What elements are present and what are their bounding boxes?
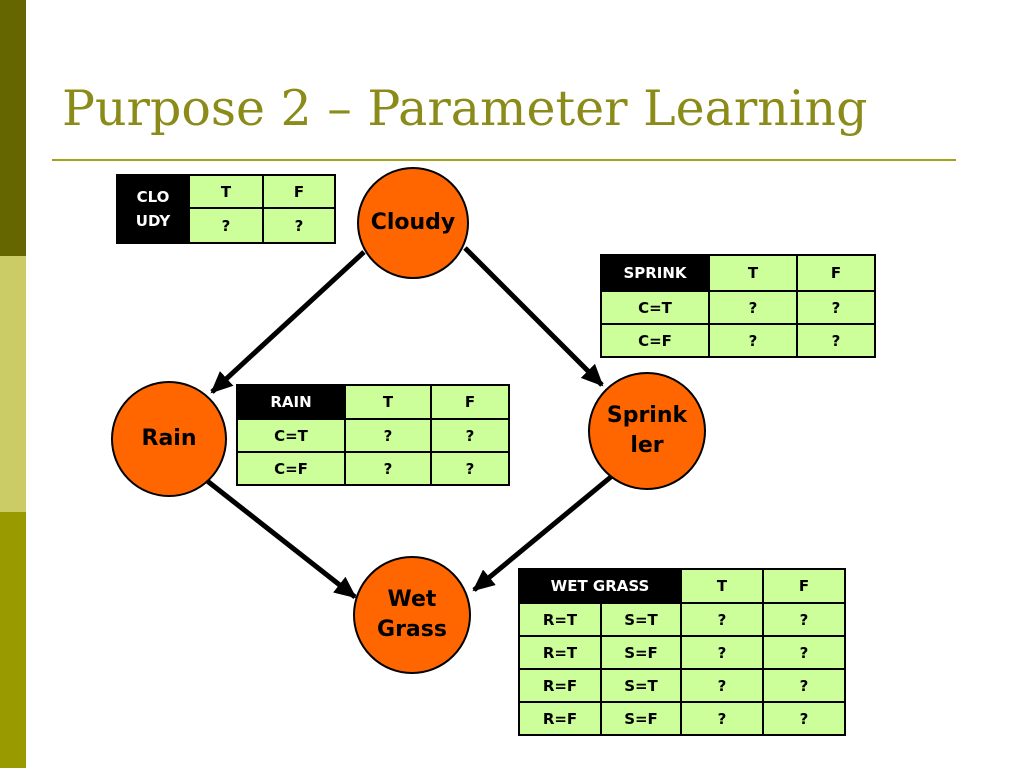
cpt-cell: ? <box>796 323 876 358</box>
cpt-cell: R=T <box>518 635 602 670</box>
cpt-cell: S=T <box>600 668 682 703</box>
cpt-cloudy-name: CLO UDY <box>116 174 190 244</box>
cpt-rain-name: RAIN <box>236 384 346 420</box>
table-row: C=F ? ? <box>236 451 510 486</box>
cpt-cell: ? <box>680 668 764 703</box>
cpt-cloudy-name-1: CLO <box>136 188 170 206</box>
cpt-wet-grass: WET GRASS T F R=T S=T ? ? R=T S=F ? ? R=… <box>518 568 846 736</box>
cpt-sprinkler-col-t: T <box>708 254 798 292</box>
node-rain-label: Rain <box>141 426 197 451</box>
table-row: C=T ? ? <box>600 290 876 325</box>
title-underline <box>52 159 956 161</box>
slide-title: Purpose 2 – Parameter Learning <box>62 80 868 137</box>
cpt-cell: ? <box>680 602 764 637</box>
cpt-sprinkler-col-f: F <box>796 254 876 292</box>
cpt-cell: ? <box>796 290 876 325</box>
node-wetgrass-label-2: Grass <box>377 617 447 642</box>
cpt-wetgrass-name: WET GRASS <box>518 568 682 604</box>
cpt-cell: ? <box>762 701 846 736</box>
edge-cloudy-sprinkler <box>463 246 604 387</box>
table-row: C=F ? ? <box>600 323 876 358</box>
node-cloudy: Cloudy <box>357 167 469 279</box>
cpt-cell: ? <box>762 635 846 670</box>
node-cloudy-label: Cloudy <box>370 210 456 235</box>
cpt-cell: ? <box>680 701 764 736</box>
node-wetgrass-label-1: Wet <box>387 587 437 612</box>
cpt-cell: R=T <box>518 602 602 637</box>
cpt-cloudy: CLO UDY T F ? ? <box>116 174 336 244</box>
table-row: R=T S=T ? ? <box>518 602 846 637</box>
cpt-cell: ? <box>430 451 510 486</box>
cpt-cell: ? <box>680 635 764 670</box>
sidebar-block-light <box>0 256 26 512</box>
node-sprinkler-label-1: Sprink <box>606 403 688 428</box>
cpt-cell: R=F <box>518 701 602 736</box>
table-row: R=F S=F ? ? <box>518 701 846 736</box>
cpt-cloudy-col-f: F <box>262 174 336 209</box>
edge-rain-wetgrass <box>204 478 357 599</box>
cpt-cell: ? <box>430 418 510 453</box>
cpt-cell: ? <box>344 418 432 453</box>
cpt-cell: C=T <box>600 290 710 325</box>
cpt-cell: ? <box>344 451 432 486</box>
cpt-cell: C=T <box>236 418 346 453</box>
cpt-cell: ? <box>708 323 798 358</box>
cpt-cloudy-val-t: ? <box>188 207 264 244</box>
table-row: R=F S=T ? ? <box>518 668 846 703</box>
cpt-cell: S=F <box>600 701 682 736</box>
cpt-cell: S=F <box>600 635 682 670</box>
cpt-wetgrass-col-t: T <box>680 568 764 604</box>
cpt-sprinkler-name: SPRINK <box>600 254 710 292</box>
cpt-cell: ? <box>762 602 846 637</box>
edge-cloudy-rain <box>210 250 366 394</box>
cpt-cell: ? <box>708 290 798 325</box>
cpt-cloudy-name-2: UDY <box>135 212 171 230</box>
table-row: C=T ? ? <box>236 418 510 453</box>
cpt-wetgrass-col-f: F <box>762 568 846 604</box>
cpt-cloudy-col-t: T <box>188 174 264 209</box>
cpt-sprinkler: SPRINK T F C=T ? ? C=F ? ? <box>600 254 876 358</box>
edge-sprinkler-wetgrass <box>472 474 614 592</box>
node-sprinkler-label-2: ler <box>630 433 664 458</box>
node-sprinkler: Sprink ler <box>588 372 706 490</box>
cpt-rain: RAIN T F C=T ? ? C=F ? ? <box>236 384 510 486</box>
cpt-rain-col-f: F <box>430 384 510 420</box>
sidebar-block-mid <box>0 512 26 768</box>
cpt-rain-col-t: T <box>344 384 432 420</box>
cpt-cell: C=F <box>236 451 346 486</box>
node-rain: Rain <box>111 381 227 497</box>
cpt-cell: ? <box>762 668 846 703</box>
cpt-cell: R=F <box>518 668 602 703</box>
cpt-cell: S=T <box>600 602 682 637</box>
cpt-cloudy-val-f: ? <box>262 207 336 244</box>
table-row: R=T S=F ? ? <box>518 635 846 670</box>
sidebar-stripe <box>0 0 26 768</box>
sidebar-block-dark <box>0 0 26 256</box>
cpt-cell: C=F <box>600 323 710 358</box>
